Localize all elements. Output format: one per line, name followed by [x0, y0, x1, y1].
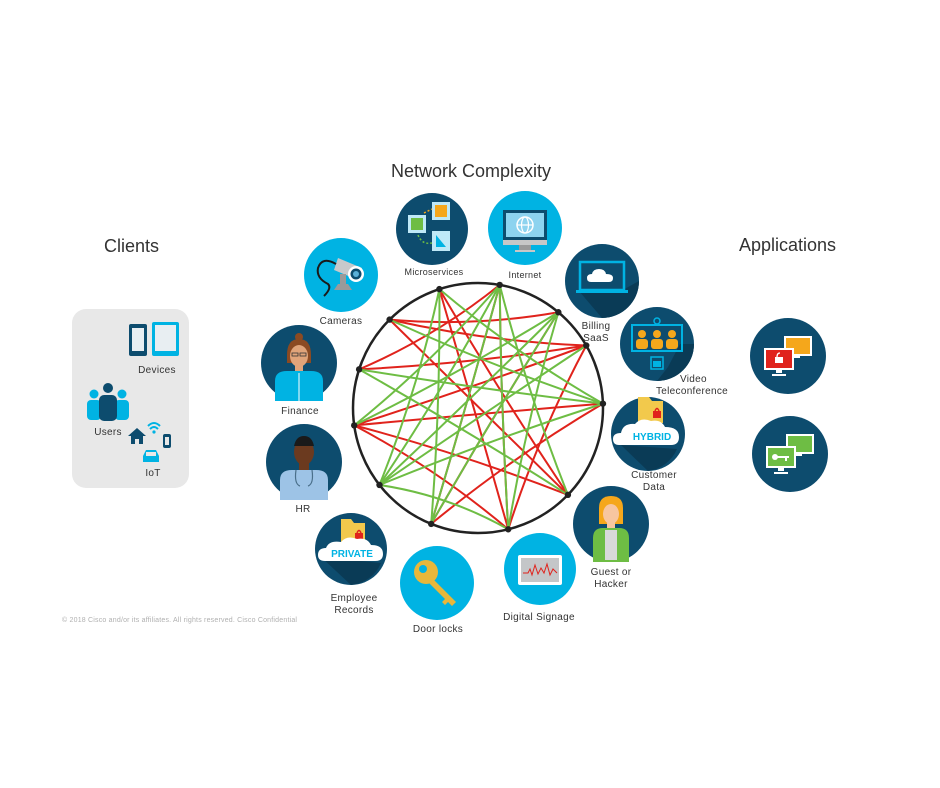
guest-label-line1: Guest or	[590, 567, 632, 578]
secure-link	[430, 284, 501, 525]
billing-saas-icon[interactable]	[565, 244, 639, 318]
secure-link	[378, 311, 560, 486]
insecure-link	[438, 288, 510, 530]
video-label-line2: Teleconference	[655, 386, 729, 397]
secure-link	[378, 344, 587, 486]
secure-link	[353, 284, 501, 427]
insecure-link	[388, 318, 569, 496]
microservices-icon[interactable]	[396, 193, 468, 265]
clients-title: Clients	[104, 236, 160, 256]
insecure-link	[507, 345, 588, 530]
finance-icon[interactable]	[261, 325, 337, 401]
devices-icon	[129, 322, 179, 356]
secure-link	[438, 288, 604, 405]
video-label-line1: Video	[680, 374, 707, 385]
devices-label: Devices	[138, 365, 176, 376]
customer-label-line1: Customer	[631, 470, 677, 481]
door-locks-label: Door locks	[412, 624, 464, 635]
employee-records-badge: PRIVATE	[331, 549, 373, 560]
secure-link	[507, 311, 560, 530]
internet-label: Internet	[508, 270, 542, 280]
secure-link	[498, 284, 569, 496]
internet-icon[interactable]	[487, 190, 563, 266]
secure-link	[378, 284, 501, 486]
billing-label-line2: SaaS	[583, 333, 609, 344]
employee-records-icon[interactable]	[315, 513, 387, 585]
users-icon	[87, 383, 129, 421]
insecure-link	[353, 424, 569, 496]
video-teleconference-label: Video Teleconference	[654, 374, 730, 398]
insecure-link	[389, 318, 587, 347]
guest-or-hacker-icon[interactable]	[573, 486, 649, 562]
users-label: Users	[94, 427, 122, 438]
insecure-link	[358, 284, 501, 371]
network-mesh	[351, 281, 607, 535]
customer-data-label: Customer Data	[626, 470, 682, 494]
network-ring	[351, 281, 605, 535]
network-node	[427, 520, 435, 528]
guest-or-hacker-label: Guest or Hacker	[585, 567, 637, 591]
hr-icon[interactable]	[266, 424, 342, 500]
secure-link	[378, 288, 441, 486]
employee-label-line2: Records	[334, 605, 374, 616]
network-node	[355, 366, 363, 373]
hr-label: HR	[295, 504, 311, 515]
network-node	[496, 281, 503, 289]
app-key-icon[interactable]	[752, 416, 828, 492]
secure-link	[430, 311, 560, 525]
network-node	[351, 422, 358, 429]
cameras-label: Cameras	[319, 316, 363, 327]
microservices-label: Microservices	[404, 267, 464, 277]
network-node	[564, 491, 572, 499]
copyright-footer: © 2018 Cisco and/or its affiliates. All …	[62, 617, 298, 624]
network-node	[376, 481, 383, 489]
network-node	[386, 316, 393, 323]
finance-label: Finance	[281, 406, 319, 417]
network-node	[583, 342, 590, 349]
cameras-icon[interactable]	[304, 238, 378, 312]
secure-link	[379, 402, 604, 486]
billing-saas-label: Billing SaaS	[581, 321, 611, 345]
network-node	[436, 285, 443, 293]
secure-link	[379, 483, 509, 531]
digital-signage-icon[interactable]	[504, 533, 576, 605]
customer-label-line2: Data	[642, 482, 666, 493]
guest-label-line2: Hacker	[594, 579, 628, 590]
secure-link	[430, 289, 441, 524]
billing-label-line1: Billing	[581, 321, 611, 332]
digital-signage-label: Digital Signage	[503, 612, 575, 623]
secure-link	[358, 368, 569, 496]
iot-icon	[128, 422, 171, 462]
applications-title: Applications	[739, 235, 837, 255]
insecure-link	[389, 311, 559, 324]
secure-link	[498, 284, 510, 530]
insecure-link	[354, 402, 604, 427]
secure-link	[353, 311, 559, 427]
clients-panel: Devices Users IoT	[72, 309, 189, 488]
employee-records-label: Employee Records	[326, 593, 382, 617]
customer-data-badge: HYBRID	[632, 432, 672, 443]
employee-label-line1: Employee	[330, 593, 378, 604]
insecure-link	[359, 344, 587, 371]
customer-data-icon[interactable]	[611, 397, 685, 471]
secure-link	[389, 318, 604, 405]
door-locks-icon[interactable]	[400, 546, 474, 620]
iot-label: IoT	[145, 468, 161, 479]
network-node	[555, 309, 562, 316]
secure-link	[358, 368, 604, 405]
network-node	[505, 526, 512, 533]
video-teleconference-icon[interactable]	[620, 307, 694, 381]
network-complexity-title: Network Complexity	[391, 161, 552, 181]
app-unlocked-icon[interactable]	[750, 318, 826, 394]
network-node	[599, 400, 607, 407]
